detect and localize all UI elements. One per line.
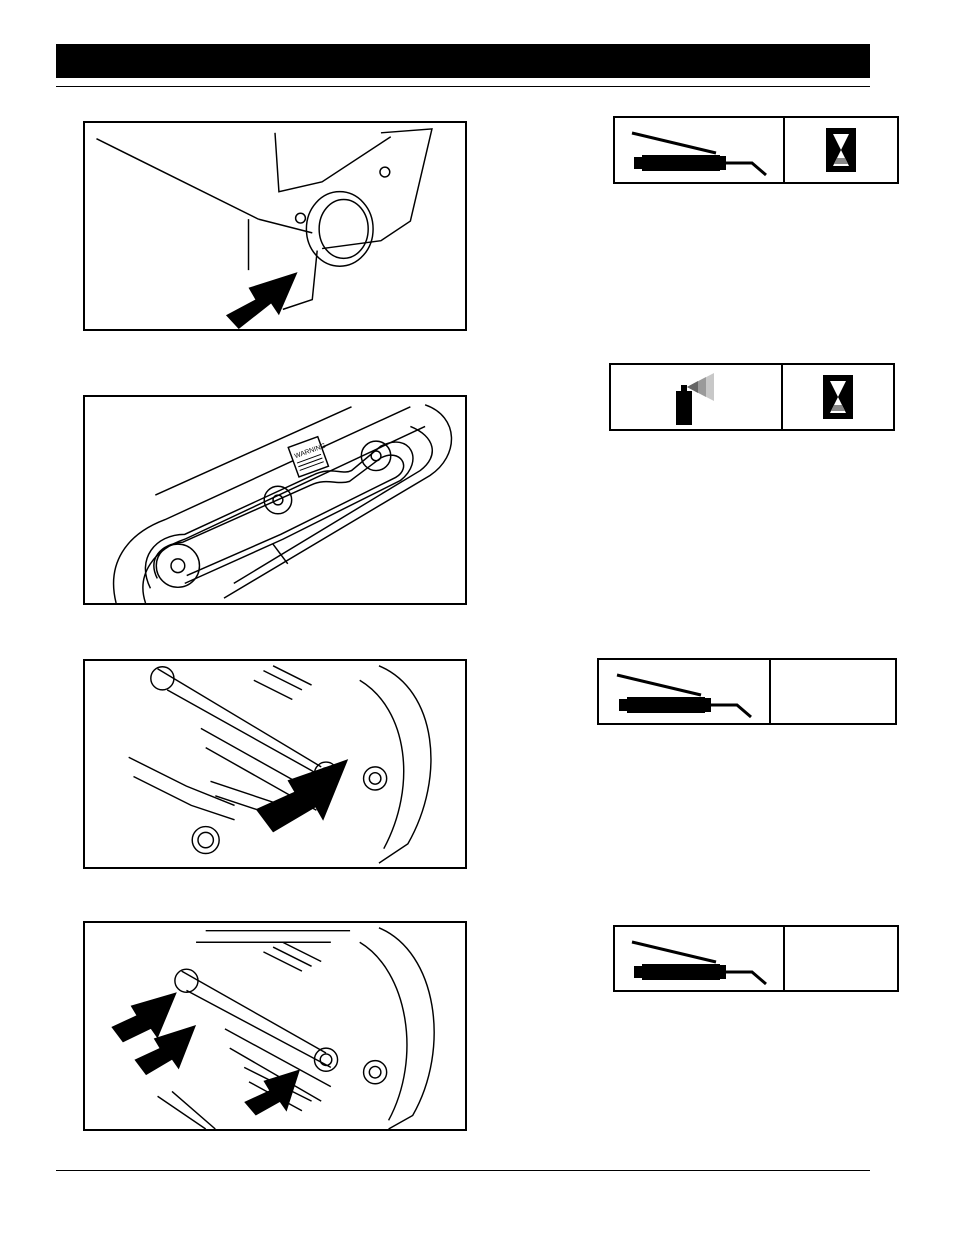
header-bar	[56, 44, 870, 78]
figure-4-roller-illustration	[83, 921, 467, 1131]
figure-1-bearing-illustration	[83, 121, 467, 331]
figure-2-chain-illustration: WARNING	[83, 395, 467, 605]
grease-gun-icon	[615, 927, 783, 990]
arrow-icon	[256, 759, 348, 832]
header-rule	[56, 86, 870, 87]
arrow-icon	[134, 1025, 196, 1075]
arrow-icon	[226, 272, 298, 329]
roller-drawing	[85, 923, 465, 1129]
roller-drawing	[85, 661, 465, 867]
blank-cell	[783, 927, 897, 990]
bearing-drawing	[85, 123, 465, 329]
hourglass-icon	[783, 118, 897, 182]
icon-box-4	[613, 925, 899, 992]
hourglass-icon	[781, 365, 893, 429]
icon-box-3	[597, 658, 897, 725]
grease-gun-icon	[599, 660, 769, 723]
arrow-icon	[244, 1069, 300, 1115]
footer-rule	[56, 1170, 870, 1171]
icon-box-1	[613, 116, 899, 184]
blank-cell	[769, 660, 895, 723]
icon-box-2	[609, 363, 895, 431]
spray-can-icon	[611, 365, 781, 429]
figure-3-roller-illustration	[83, 659, 467, 869]
grease-gun-icon	[615, 118, 783, 182]
chain-drawing: WARNING	[85, 397, 465, 603]
